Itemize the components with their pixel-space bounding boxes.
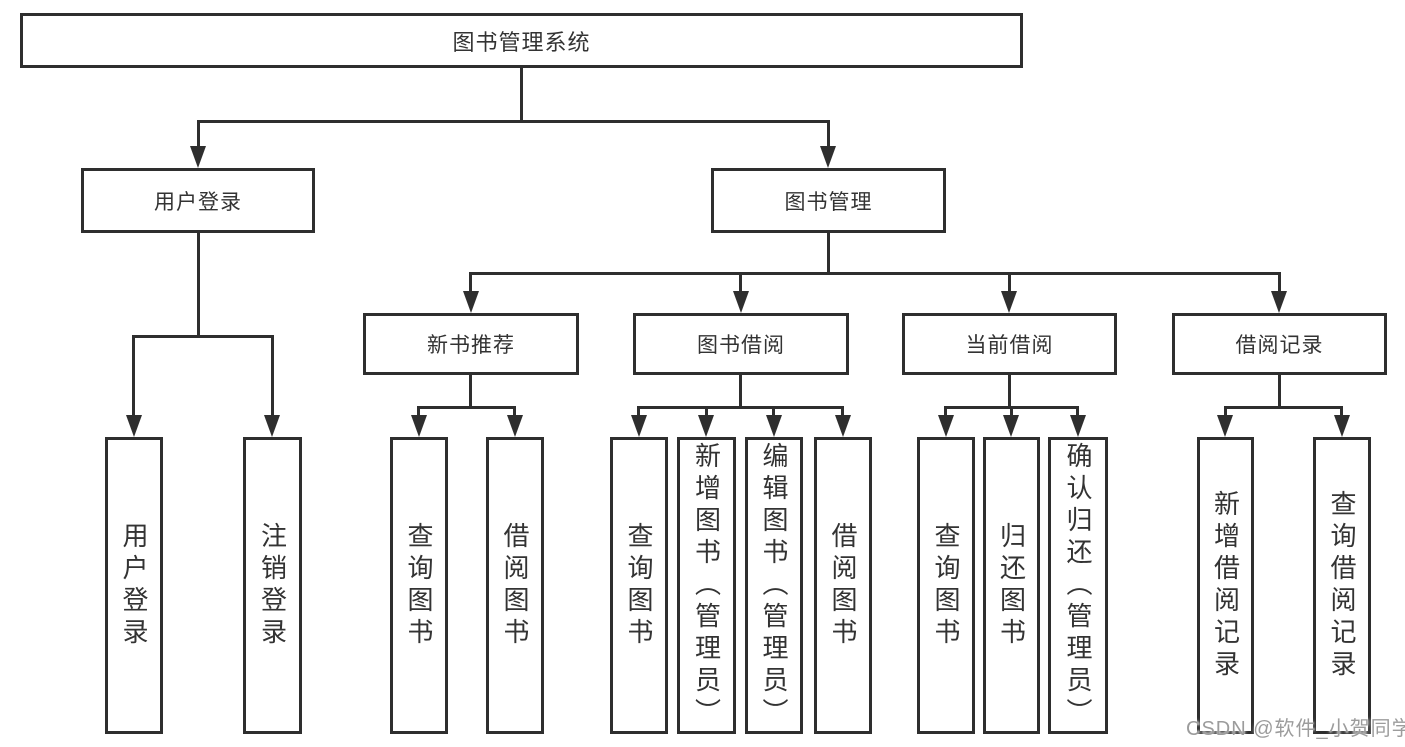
connector-drop-rec-borrow — [513, 406, 516, 417]
leaf-borrow-books: 借阅图书 — [814, 437, 872, 734]
connector-drop-cb-return — [1010, 406, 1013, 417]
leaf-edit-books-admin-label: 编辑图书（管理员） — [759, 441, 789, 730]
leaf-return-books: 归还图书 — [983, 437, 1040, 734]
arrowhead-bb-query — [631, 415, 647, 437]
connector-new-book-recommend-stem — [469, 375, 472, 406]
connector-drop-current-borrowing — [1008, 272, 1011, 293]
node-borrowing-records: 借阅记录 — [1172, 313, 1387, 375]
connector-drop-br-add — [1224, 406, 1227, 417]
connector-drop-cb-query — [944, 406, 947, 417]
leaf-add-books-admin-label: 新增图书（管理员） — [691, 441, 722, 730]
leaf-add-borrow-record: 新增借阅记录 — [1197, 437, 1254, 734]
arrowhead-leaf-logout — [264, 415, 280, 437]
leaf-rec-query-books-label: 查询图书 — [404, 521, 434, 650]
arrowhead-current-borrowing — [1001, 291, 1017, 313]
leaf-borrow-books-label: 借阅图书 — [828, 521, 858, 650]
leaf-current-query-books-label: 查询图书 — [931, 521, 961, 650]
arrowhead-book-management — [820, 146, 836, 168]
arrowhead-user-login — [190, 146, 206, 168]
leaf-rec-query-books: 查询图书 — [390, 437, 448, 734]
connector-borrowing-records-hbar — [1224, 406, 1343, 409]
connector-drop-book-borrowing — [739, 272, 742, 293]
leaf-user-login: 用户登录 — [105, 437, 163, 734]
arrowhead-rec-query — [411, 415, 427, 437]
node-book-borrowing: 图书借阅 — [633, 313, 849, 375]
connector-borrowing-records-stem — [1278, 375, 1281, 406]
connector-book-borrowing-hbar — [637, 406, 844, 409]
arrowhead-bb-add — [698, 415, 714, 437]
connector-drop-user-login — [197, 120, 200, 148]
node-current-borrowing: 当前借阅 — [902, 313, 1117, 375]
arrowhead-cb-return — [1003, 415, 1019, 437]
leaf-return-books-label: 归还图书 — [996, 521, 1027, 650]
connector-drop-borrowing-records — [1278, 272, 1281, 293]
leaf-add-borrow-record-label: 新增借阅记录 — [1210, 489, 1241, 682]
connector-book-management-hbar — [469, 272, 1281, 275]
node-book-management-label: 图书管理 — [784, 190, 873, 214]
leaf-query-borrow-record-label: 查询借阅记录 — [1327, 489, 1357, 682]
leaf-borrow-query-books-label: 查询图书 — [624, 521, 654, 650]
arrowhead-br-add — [1217, 415, 1233, 437]
node-current-borrowing-label: 当前借阅 — [965, 334, 1054, 357]
connector-current-borrowing-stem — [1008, 375, 1011, 406]
node-root-label: 图书管理系统 — [452, 29, 591, 55]
leaf-confirm-return-admin-label: 确认归还（管理员） — [1063, 441, 1093, 730]
leaf-logout-label: 注销登录 — [257, 521, 288, 650]
connector-drop-br-query — [1340, 406, 1343, 417]
node-user-login-label: 用户登录 — [154, 190, 242, 214]
connector-book-borrowing-stem — [739, 375, 742, 406]
connector-drop-book-management — [827, 120, 830, 148]
connector-drop-leaf-logout — [271, 335, 274, 418]
leaf-borrow-query-books: 查询图书 — [610, 437, 668, 734]
leaf-user-login-label: 用户登录 — [119, 521, 149, 650]
connector-drop-new-book-recommend — [469, 272, 472, 293]
csdn-watermark: CSDN @软件_小贺同学 — [1186, 718, 1405, 740]
leaf-rec-borrow-books-label: 借阅图书 — [500, 521, 530, 650]
leaf-current-query-books: 查询图书 — [917, 437, 975, 734]
connector-drop-leaf-user-login — [132, 335, 135, 418]
node-user-login: 用户登录 — [81, 168, 315, 233]
leaf-add-books-admin: 新增图书（管理员） — [677, 437, 736, 734]
connector-drop-bb-edit — [772, 406, 775, 417]
node-new-book-recommend: 新书推荐 — [363, 313, 579, 375]
leaf-rec-borrow-books: 借阅图书 — [486, 437, 544, 734]
leaf-edit-books-admin: 编辑图书（管理员） — [745, 437, 803, 734]
arrowhead-bb-edit — [766, 415, 782, 437]
leaf-query-borrow-record: 查询借阅记录 — [1313, 437, 1371, 734]
arrowhead-new-book-recommend — [463, 291, 479, 313]
connector-drop-bb-add — [705, 406, 708, 417]
arrowhead-borrowing-records — [1271, 291, 1287, 313]
connector-root-hbar — [197, 120, 830, 123]
arrowhead-cb-confirm — [1070, 415, 1086, 437]
arrowhead-br-query — [1334, 415, 1350, 437]
arrowhead-leaf-user-login — [126, 415, 142, 437]
connector-root-stem — [520, 68, 523, 120]
connector-drop-bb-query — [637, 406, 640, 417]
connector-user-login-hbar — [132, 335, 274, 338]
leaf-confirm-return-admin: 确认归还（管理员） — [1048, 437, 1108, 734]
node-root: 图书管理系统 — [20, 13, 1023, 68]
arrowhead-bb-borrow — [835, 415, 851, 437]
connector-drop-bb-borrow — [841, 406, 844, 417]
leaf-logout: 注销登录 — [243, 437, 302, 734]
node-new-book-recommend-label: 新书推荐 — [427, 334, 515, 357]
connector-user-login-stem — [197, 233, 200, 335]
connector-new-book-recommend-hbar — [417, 406, 516, 409]
node-book-management: 图书管理 — [711, 168, 946, 233]
connector-drop-rec-query — [417, 406, 420, 417]
node-borrowing-records-label: 借阅记录 — [1235, 334, 1324, 357]
connector-book-management-stem — [827, 233, 830, 272]
arrowhead-book-borrowing — [733, 291, 749, 313]
node-book-borrowing-label: 图书借阅 — [697, 334, 785, 357]
arrowhead-rec-borrow — [507, 415, 523, 437]
arrowhead-cb-query — [938, 415, 954, 437]
connector-drop-cb-confirm — [1076, 406, 1079, 417]
